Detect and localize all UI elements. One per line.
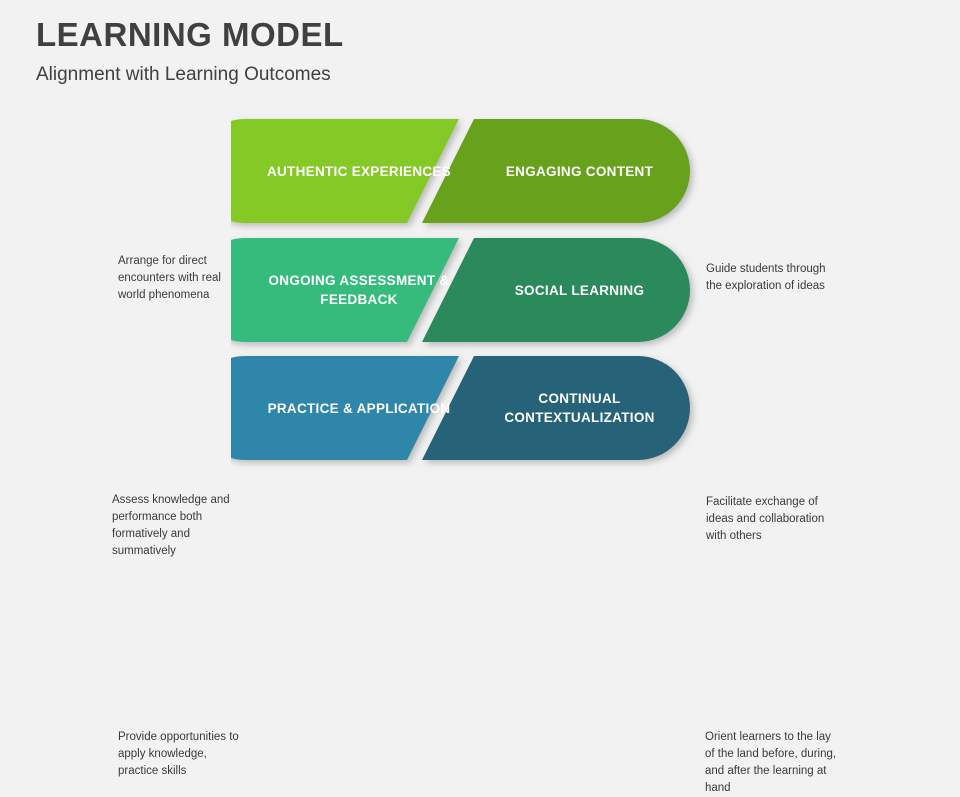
header: LEARNING MODEL Alignment with Learning O… xyxy=(36,14,916,88)
row-right-segment[interactable] xyxy=(422,119,690,223)
learning-model-diagram: Arrange for direct encounters with real … xyxy=(0,104,960,794)
page-title: LEARNING MODEL xyxy=(36,16,344,53)
row-pill-band: ONGOING ASSESSMENT & FEEDBACK SOCIAL LEA… xyxy=(231,238,690,342)
row-pill-shape xyxy=(231,119,690,223)
diagram-row: Provide opportunities to apply knowledge… xyxy=(0,356,960,794)
row-pill-shape xyxy=(231,238,690,342)
row-left-caption: Provide opportunities to apply knowledge… xyxy=(118,731,239,777)
row-left-caption: Assess knowledge and performance both fo… xyxy=(112,494,230,557)
diagram-row: Assess knowledge and performance both fo… xyxy=(0,238,960,557)
row-right-segment[interactable] xyxy=(422,238,690,342)
row-right-caption: Facilitate exchange of ideas and collabo… xyxy=(706,496,825,542)
row-pill-band: AUTHENTIC EXPERIENCES ENGAGING CONTENT xyxy=(231,119,690,223)
row-pill-shape xyxy=(231,356,690,460)
diagram-row: Arrange for direct encounters with real … xyxy=(0,119,960,301)
row-left-caption: Arrange for direct encounters with real … xyxy=(118,255,221,301)
row-right-segment[interactable] xyxy=(422,356,690,460)
page-subtitle: Alignment with Learning Outcomes xyxy=(36,64,331,85)
row-right-caption: Orient learners to the lay of the land b… xyxy=(705,731,837,794)
row-left-segment[interactable] xyxy=(231,238,459,342)
row-pill-band: PRACTICE & APPLICATION CONTINUAL CONTEXT… xyxy=(231,356,690,460)
row-right-caption: Guide students through the exploration o… xyxy=(706,263,826,292)
row-left-segment[interactable] xyxy=(231,119,459,223)
row-left-segment[interactable] xyxy=(231,356,459,460)
